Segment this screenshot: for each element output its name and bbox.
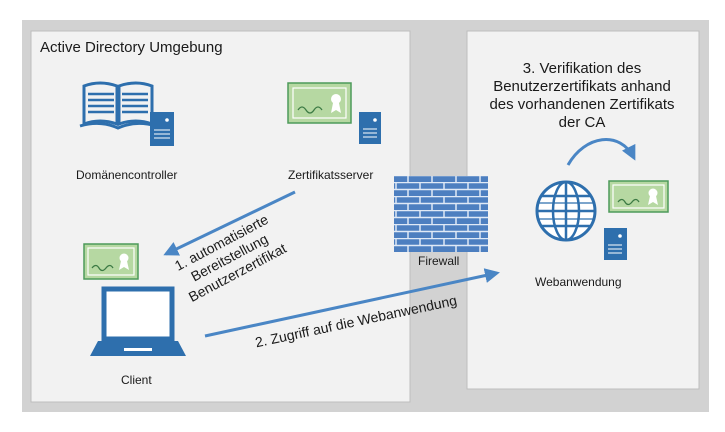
arrow-step3 — [566, 138, 636, 166]
laptop-icon — [90, 286, 186, 356]
active-directory-title: Active Directory Umgebung — [40, 39, 223, 56]
client-node[interactable]: Client — [83, 243, 186, 387]
step3-line3: des vorhandenen Zertifikats — [489, 96, 674, 113]
client-label: Client — [121, 373, 152, 387]
cert-server-node[interactable]: Zertifikatsserver — [287, 82, 381, 182]
certificate-icon — [608, 180, 669, 213]
arrow-step1 — [163, 190, 296, 256]
domain-controller-node[interactable]: Domänencontroller — [76, 81, 177, 182]
globe-icon — [535, 180, 597, 242]
step3-line2: Benutzerzertifikats anhand — [493, 78, 671, 95]
web-app-label: Webanwendung — [535, 275, 622, 289]
server-icon — [150, 112, 174, 146]
active-directory-zone — [30, 30, 411, 403]
arrow-step2 — [204, 268, 500, 338]
cert-server-label: Zertifikatsserver — [288, 168, 373, 182]
firewall-label: Firewall — [418, 254, 459, 268]
server-icon — [604, 228, 627, 260]
server-icon — [359, 112, 381, 144]
certificate-icon — [83, 243, 139, 280]
step3-line1: 3. Verifikation des — [523, 60, 641, 77]
certificate-icon — [287, 82, 352, 124]
step3-label: 3. Verifikation des Benutzerzertifikats … — [489, 60, 674, 131]
step3-line4: der CA — [559, 114, 606, 131]
firewall-wall-icon — [394, 176, 488, 252]
domain-controller-label: Domänencontroller — [76, 168, 177, 182]
web-app-node[interactable]: Webanwendung — [535, 180, 669, 289]
firewall-node[interactable]: Firewall — [394, 176, 488, 268]
